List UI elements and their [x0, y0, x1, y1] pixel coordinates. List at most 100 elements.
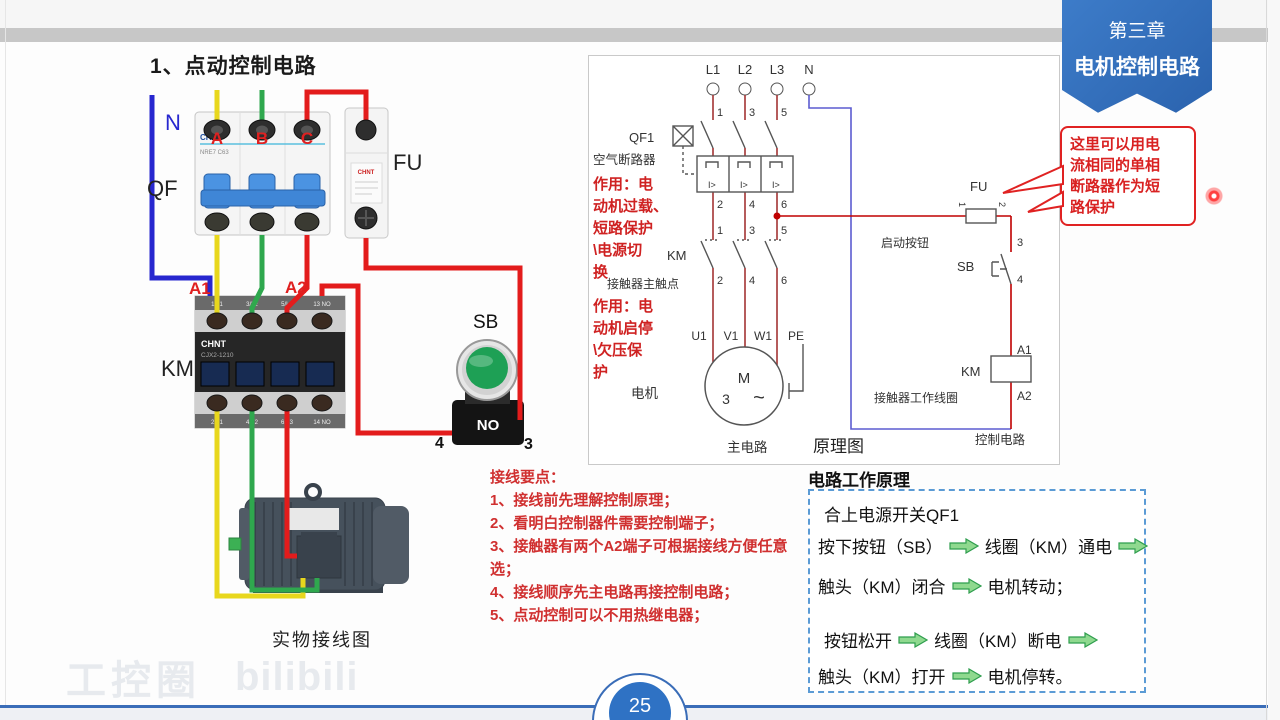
label-n: N	[804, 62, 813, 77]
caption-diagram: 原理图	[813, 437, 864, 456]
label-pe: PE	[788, 329, 804, 343]
coil-a2: A2	[1017, 389, 1032, 403]
label-n: N	[165, 110, 181, 135]
bilibili-logo: bilibili	[235, 654, 359, 699]
start-button-name: 启动按钮	[881, 235, 929, 250]
wiring-photo-figure: CHNT NRE7 C63 CHNT 1/L1 3/L2 5/L3 13 NO …	[147, 89, 533, 599]
control-circuit	[773, 208, 1032, 429]
km-note-line3: \欠压保	[593, 342, 643, 359]
label-sb: SB	[473, 312, 498, 333]
phase-wires	[712, 95, 778, 365]
label-terminal-3: 3	[524, 436, 533, 453]
callout-line4: 路保护	[1070, 199, 1116, 216]
laser-pointer-dot	[1204, 186, 1224, 206]
label-l2: L2	[738, 62, 752, 77]
sb-terminal-3: 3	[1017, 237, 1023, 249]
km-num-5: 5	[781, 225, 787, 237]
qf1-symbol	[672, 120, 794, 193]
gray-divider-bar	[0, 28, 1268, 42]
trip-symbol-3: I>	[772, 180, 780, 190]
label-sb-schem: SB	[957, 259, 974, 274]
chapter-name: 电机控制电路	[1074, 56, 1200, 79]
principle-line2a-text: 按下按钮（SB）	[818, 538, 943, 557]
principle-line-3: 触头（KM）闭合 电机转动；	[818, 573, 1073, 598]
qf1-note-line3: 短路保护	[593, 220, 654, 237]
principle-title: 电路工作原理	[808, 471, 910, 490]
km-note-line1: 作用：电	[593, 298, 654, 315]
chapter-tag: 第三章	[1108, 21, 1166, 42]
principle-line2b-text: 线圈（KM）通电	[984, 538, 1113, 557]
qf-num-4: 4	[749, 199, 755, 211]
notes-title: 接线要点：	[490, 469, 566, 486]
schematic-figure: L1 L2 L3 N	[593, 62, 1032, 456]
label-w1: W1	[754, 329, 772, 343]
label-v1: V1	[724, 329, 739, 343]
km-contacts-symbol	[700, 239, 783, 269]
left-edge-line	[5, 0, 6, 720]
km-note-line2: 动机启停	[593, 320, 654, 337]
flow-arrow-icon	[1067, 631, 1098, 648]
callout-tails	[1002, 164, 1064, 213]
km-terminal-13no: 13 NO	[313, 302, 331, 308]
motor	[228, 483, 409, 593]
fuse-terminal-1: 1	[957, 202, 967, 207]
qf1-note-line2: 动机过载、	[593, 198, 669, 215]
km-terminal-14no: 14 NO	[313, 420, 331, 426]
motor-terminals: U1 V1 W1 PE	[691, 329, 804, 343]
neutral-wire	[149, 95, 213, 296]
flow-arrow-icon	[949, 537, 979, 554]
terminal-screws	[203, 119, 378, 412]
chapter-ribbon: 第三章 电机控制电路	[1062, 0, 1212, 113]
principle-line-4: 按钮松开 线圈（KM）断电	[824, 627, 1098, 652]
qf-num-2: 2	[717, 199, 723, 211]
km-name: 接触器主触点	[607, 276, 679, 291]
motor-3: 3	[722, 391, 730, 407]
km-num-3: 3	[749, 225, 755, 237]
contactor-model: CJX2-1210	[201, 352, 234, 359]
motor-label: 电机	[631, 386, 659, 401]
label-fu: FU	[393, 150, 422, 175]
flow-arrow-icon	[1118, 537, 1149, 554]
flow-arrow-icon	[951, 577, 982, 594]
principle-line4a-text: 按钮松开	[824, 632, 892, 651]
principle-line5a-text: 触头（KM）打开	[818, 668, 946, 687]
note-item-4: 4、接线顺序先主电路再接控制电路；	[490, 584, 739, 601]
callout-line2: 流相同的单相	[1070, 157, 1161, 174]
km-num-2: 2	[717, 275, 723, 287]
note-item-1: 1、接线前先理解控制原理；	[490, 492, 679, 509]
red-wire-motor	[284, 403, 297, 559]
principle-line3a-text: 触头（KM）闭合	[818, 578, 946, 597]
principle-line5b-text: 电机停转。	[987, 668, 1073, 687]
wires	[149, 89, 523, 599]
page-title: 1、点动控制电路	[150, 55, 317, 78]
push-button-no-label: NO	[477, 417, 500, 434]
contactor-brand: CHNT	[201, 339, 226, 349]
label-phase-c: C	[301, 129, 313, 148]
flow-arrow-icon	[898, 631, 928, 648]
wiring-notes: 接线要点： 1、接线前先理解控制原理； 2、看明白控制器件需要控制端子； 3、接…	[490, 466, 815, 627]
circuit-breaker: CHNT NRE7 C63	[194, 111, 331, 236]
watermark: 工控圈 bilibili	[66, 648, 359, 706]
red-wire-a2-to-sb	[319, 283, 452, 436]
push-button: NO	[452, 339, 524, 445]
fuse-terminal-2: 2	[997, 202, 1007, 207]
label-l1: L1	[706, 62, 720, 77]
photo-labels: N QF A B C FU A1 A2 KM SB 4 3	[147, 110, 533, 453]
right-margin	[1268, 0, 1280, 720]
principle-line-1: 合上电源开关QF1	[824, 501, 959, 526]
caption-main-circuit: 主电路	[727, 440, 768, 455]
label-fu-schem: FU	[970, 179, 987, 194]
label-terminal-4: 4	[435, 435, 444, 452]
km-num-4: 4	[749, 275, 755, 287]
note-item-2: 2、看明白控制器件需要控制端子；	[490, 515, 724, 532]
qf-num-3: 3	[749, 107, 755, 119]
qf1-label: QF1	[629, 130, 654, 145]
qf1-note-line1: 作用：电	[593, 176, 654, 193]
page-number: 25	[609, 682, 671, 720]
trip-symbol-2: I>	[740, 180, 748, 190]
motor-m: M	[738, 370, 751, 387]
principle-line-5: 触头（KM）打开 电机停转。	[818, 663, 1073, 688]
sb-terminal-4: 4	[1017, 274, 1023, 286]
label-a1: A1	[189, 279, 211, 298]
km-num-6: 6	[781, 275, 787, 287]
